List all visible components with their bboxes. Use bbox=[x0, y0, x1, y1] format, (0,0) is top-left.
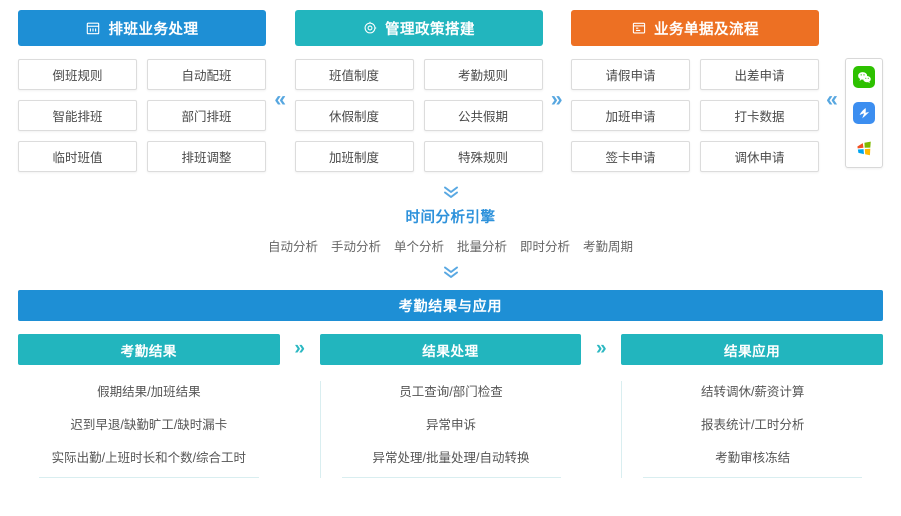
result-line-results-0: 假期结果/加班结果 bbox=[97, 385, 201, 400]
result-line-application-0: 结转调休/薪资计算 bbox=[700, 385, 805, 400]
result-line-processing-1: 异常申诉 bbox=[426, 418, 477, 433]
results-banner: 考勤结果与应用 bbox=[18, 290, 883, 322]
windows-icon[interactable] bbox=[853, 138, 875, 160]
tile-documents-4[interactable]: 签卡申请 bbox=[571, 141, 690, 172]
tile-policy-3[interactable]: 公共假期 bbox=[423, 100, 543, 131]
column-documents: 业务单据及流程 请假申请 出差申请 加班申请 打卡数据 签卡申请 调休申请 bbox=[571, 10, 819, 172]
result-header-results[interactable]: 考勤结果 bbox=[18, 334, 280, 366]
tile-documents-0[interactable]: 请假申请 bbox=[571, 59, 690, 90]
double-chevron-down-icon-top bbox=[0, 184, 901, 199]
tile-scheduling-0[interactable]: 倒班规则 bbox=[18, 59, 137, 90]
column-header-scheduling[interactable]: 排班业务处理 bbox=[18, 10, 266, 46]
column-scheduling: 排班业务处理 倒班规则 自动配班 智能排班 部门排班 临时班值 排班调整 bbox=[18, 10, 266, 172]
tile-grid-scheduling: 倒班规则 自动配班 智能排班 部门排班 临时班值 排班调整 bbox=[18, 59, 266, 172]
column-title-policy: 管理政策搭建 bbox=[385, 21, 475, 38]
column-header-policy[interactable]: 管理政策搭建 bbox=[294, 10, 543, 46]
result-line-results-2: 实际出勤/上班时长和个数/综合工时 bbox=[51, 451, 247, 466]
result-line-results-1: 迟到早退/缺勤旷工/缺时漏卡 bbox=[70, 418, 228, 433]
chevron-left-separator-1: « bbox=[266, 10, 295, 140]
tile-scheduling-4[interactable]: 临时班值 bbox=[18, 141, 137, 172]
dingtalk-icon[interactable] bbox=[853, 102, 875, 124]
time-analysis-engine-section: 时间分析引擎 自动分析 手动分析 单个分析 批量分析 即时分析 考勤周期 bbox=[0, 184, 901, 279]
result-body-application: 结转调休/薪资计算 报表统计/工时分析 考勤审核冻结 bbox=[621, 381, 883, 479]
tile-scheduling-2[interactable]: 智能排班 bbox=[18, 100, 137, 131]
separator-1-glyph: « bbox=[274, 87, 287, 111]
bottom-separator-1-glyph: » bbox=[294, 338, 305, 360]
result-line-application-2: 考勤审核冻结 bbox=[715, 451, 791, 466]
chevron-left-separator-3: « bbox=[819, 10, 845, 140]
result-line-application-1: 报表统计/工时分析 bbox=[700, 418, 805, 433]
tile-scheduling-3[interactable]: 部门排班 bbox=[147, 100, 266, 131]
app-strip-wrapper bbox=[845, 10, 883, 168]
engine-tag-4: 即时分析 bbox=[520, 240, 571, 255]
result-line-processing-2: 异常处理/批量处理/自动转换 bbox=[372, 451, 530, 466]
column-title-scheduling: 排班业务处理 bbox=[108, 21, 199, 38]
engine-tag-2: 单个分析 bbox=[393, 240, 444, 255]
chevron-right-separator-2: » bbox=[543, 10, 572, 140]
top-section: 排班业务处理 倒班规则 自动配班 智能排班 部门排班 临时班值 排班调整 « bbox=[0, 0, 901, 172]
result-header-processing[interactable]: 结果处理 bbox=[319, 334, 582, 366]
column-header-documents[interactable]: 业务单据及流程 bbox=[571, 10, 819, 46]
engine-title: 时间分析引擎 bbox=[405, 210, 496, 227]
wechat-icon[interactable] bbox=[853, 66, 875, 88]
engine-tag-1: 手动分析 bbox=[330, 240, 381, 255]
tile-documents-2[interactable]: 加班申请 bbox=[571, 100, 690, 131]
result-header-application[interactable]: 结果应用 bbox=[621, 334, 884, 366]
result-column-processing: 结果处理 员工查询/部门检查 异常申诉 异常处理/批量处理/自动转换 bbox=[319, 334, 582, 479]
tile-documents-3[interactable]: 打卡数据 bbox=[700, 100, 819, 131]
tile-policy-5[interactable]: 特殊规则 bbox=[423, 141, 543, 172]
result-line-processing-0: 员工查询/部门检查 bbox=[399, 385, 503, 400]
tile-documents-1[interactable]: 出差申请 bbox=[700, 59, 819, 90]
result-columns-row: 考勤结果 假期结果/加班结果 迟到早退/缺勤旷工/缺时漏卡 实际出勤/上班时长和… bbox=[18, 334, 884, 479]
tile-documents-5[interactable]: 调休申请 bbox=[700, 141, 819, 172]
engine-tag-3: 批量分析 bbox=[457, 240, 508, 255]
engine-tag-5: 考勤周期 bbox=[583, 240, 634, 255]
bottom-separator-2-glyph: » bbox=[596, 338, 607, 360]
separator-2-glyph: » bbox=[550, 87, 563, 111]
column-title-documents: 业务单据及流程 bbox=[654, 21, 759, 38]
column-policy: 管理政策搭建 班值制度 考勤规则 休假制度 公共假期 加班制度 特殊规则 bbox=[294, 10, 543, 172]
tile-scheduling-5[interactable]: 排班调整 bbox=[147, 141, 266, 172]
tile-scheduling-1[interactable]: 自动配班 bbox=[147, 59, 266, 90]
result-column-results: 考勤结果 假期结果/加班结果 迟到早退/缺勤旷工/缺时漏卡 实际出勤/上班时长和… bbox=[18, 334, 280, 479]
document-flow-icon bbox=[631, 21, 646, 36]
tile-policy-1[interactable]: 考勤规则 bbox=[423, 59, 543, 90]
settings-gear-icon bbox=[362, 21, 377, 36]
result-body-processing: 员工查询/部门检查 异常申诉 异常处理/批量处理/自动转换 bbox=[319, 381, 582, 479]
tile-grid-documents: 请假申请 出差申请 加班申请 打卡数据 签卡申请 调休申请 bbox=[571, 59, 819, 172]
tile-policy-2[interactable]: 休假制度 bbox=[294, 100, 414, 131]
chevron-right-bottom-separator-2: » bbox=[581, 334, 621, 358]
result-column-application: 结果应用 结转调休/薪资计算 报表统计/工时分析 考勤审核冻结 bbox=[621, 334, 884, 479]
tile-grid-policy: 班值制度 考勤规则 休假制度 公共假期 加班制度 特殊规则 bbox=[294, 59, 543, 172]
double-chevron-down-icon-bottom bbox=[0, 264, 901, 279]
engine-tag-list: 自动分析 手动分析 单个分析 批量分析 即时分析 考勤周期 bbox=[0, 236, 901, 255]
calendar-icon bbox=[86, 21, 101, 36]
bottom-section: 考勤结果与应用 考勤结果 假期结果/加班结果 迟到早退/缺勤旷工/缺时漏卡 实际… bbox=[0, 290, 901, 479]
chevron-right-bottom-separator-1: » bbox=[280, 334, 320, 358]
separator-3-glyph: « bbox=[826, 87, 838, 111]
tile-policy-4[interactable]: 加班制度 bbox=[294, 141, 414, 172]
tile-policy-0[interactable]: 班值制度 bbox=[294, 59, 414, 90]
result-body-results: 假期结果/加班结果 迟到早退/缺勤旷工/缺时漏卡 实际出勤/上班时长和个数/综合… bbox=[18, 381, 280, 479]
engine-tag-0: 自动分析 bbox=[267, 240, 318, 255]
app-strip bbox=[845, 58, 883, 168]
